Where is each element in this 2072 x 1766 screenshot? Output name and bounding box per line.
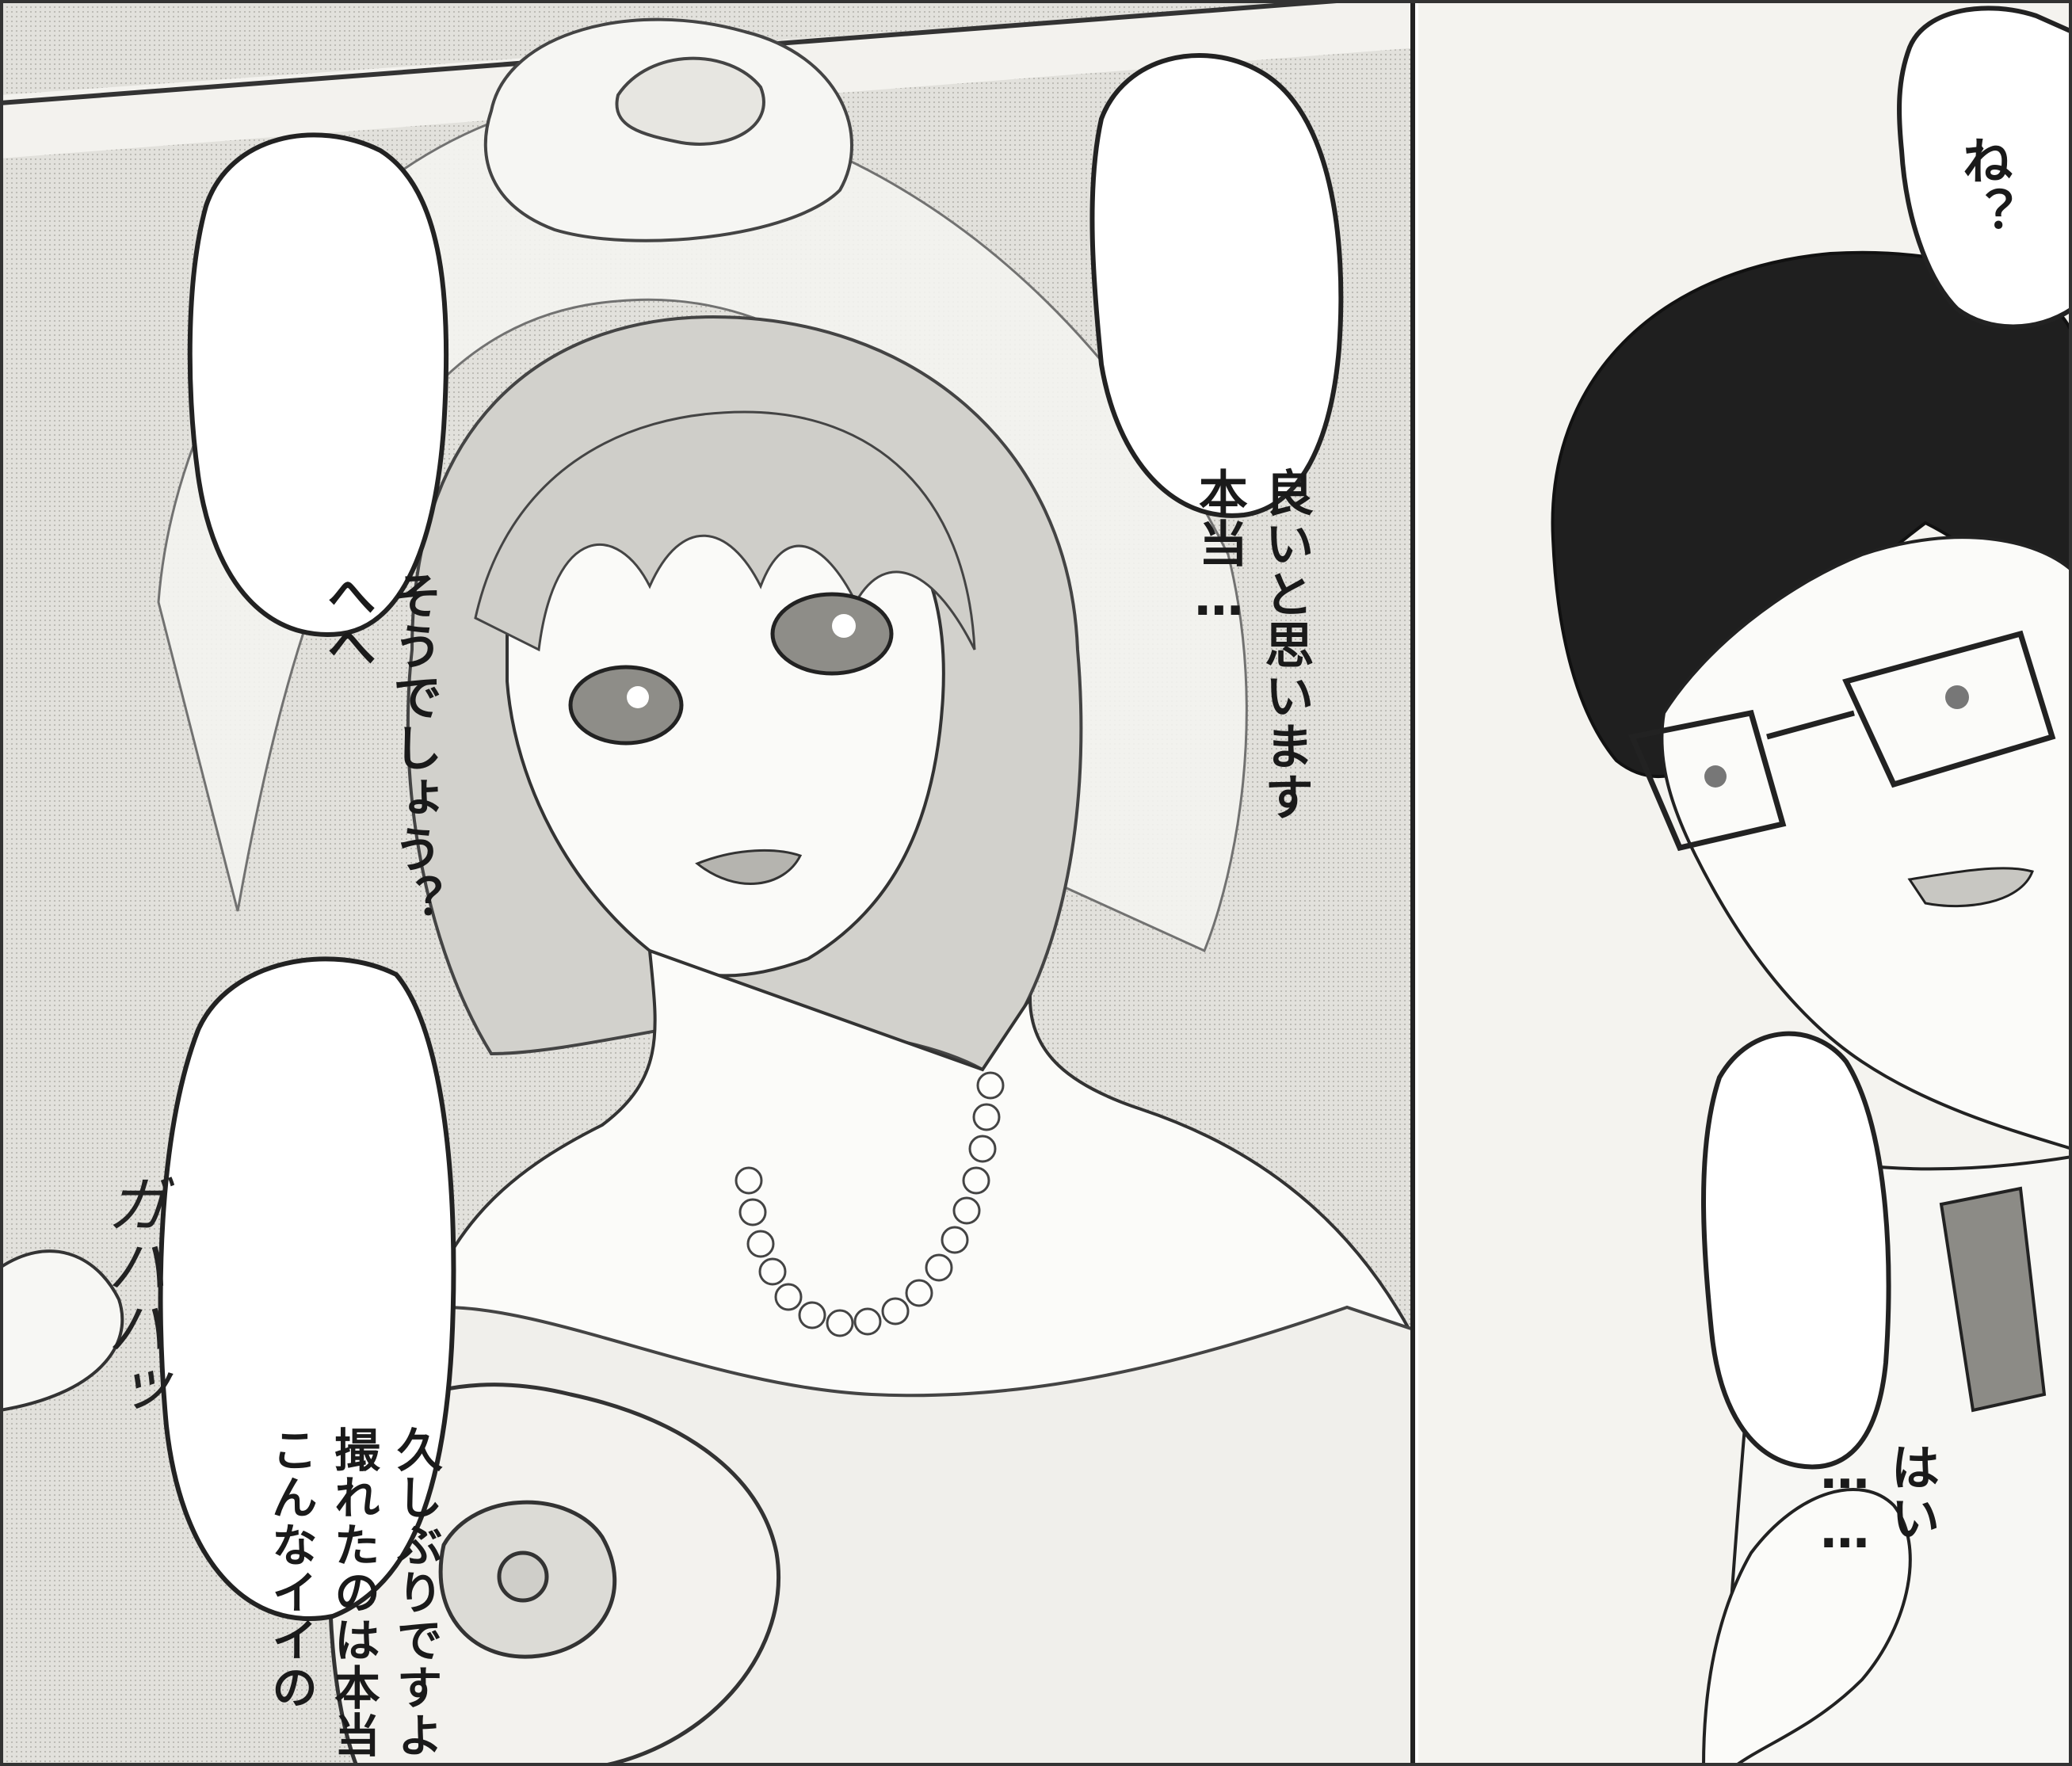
right-bubbles-layer: [1701, 6, 2072, 1470]
bubble-hehe-line-1: へへ: [318, 570, 376, 672]
panel-bride: 良いと思います 本当… そうでしょう？ へへ 久しぶりですよ 撮れたのは本当 こ…: [0, 0, 1418, 1766]
left-bubbles-layer: [158, 53, 1344, 1621]
bubble-konna-shape: [158, 956, 456, 1621]
bubble-hai-line-2: はい: [1882, 1442, 1940, 1543]
man-illustration: [1418, 0, 2072, 1766]
bubble-konna-line-1: こんなイイの: [263, 1426, 318, 1711]
bubble-hehe-shape: [187, 132, 449, 637]
bubble-honto-shape: [1089, 53, 1344, 518]
bubble-hai-line-1: ……: [1815, 1442, 1874, 1561]
panel-man: ね？ はい ……: [1418, 0, 2072, 1766]
bubble-honto-line-2: 良いと思います: [1256, 467, 1315, 822]
bubble-ne-text: ね？: [1953, 135, 2013, 239]
bubble-konna-text: 久しぶりですよ 撮れたのは本当 こんなイイの: [202, 1093, 493, 1759]
bubble-ne-shape: [1897, 6, 2072, 330]
bubble-konna-line-3: 久しぶりですよ: [388, 1426, 443, 1759]
bubble-hehe-text: そうでしょう？ へへ: [254, 214, 496, 925]
bubble-honto-line-1: 本当…: [1189, 467, 1248, 628]
bubble-hai-text: はい ……: [1751, 1085, 1994, 1561]
bubble-honto-text: 良いと思います 本当…: [1125, 111, 1368, 822]
bubble-konna-line-2: 撮れたのは本当: [326, 1426, 380, 1759]
bubble-hehe-line-2: そうでしょう？: [384, 570, 443, 925]
bubble-hai-shape: [1701, 1031, 1891, 1470]
sfx-laugh: ガハハッ: [96, 1173, 167, 1420]
